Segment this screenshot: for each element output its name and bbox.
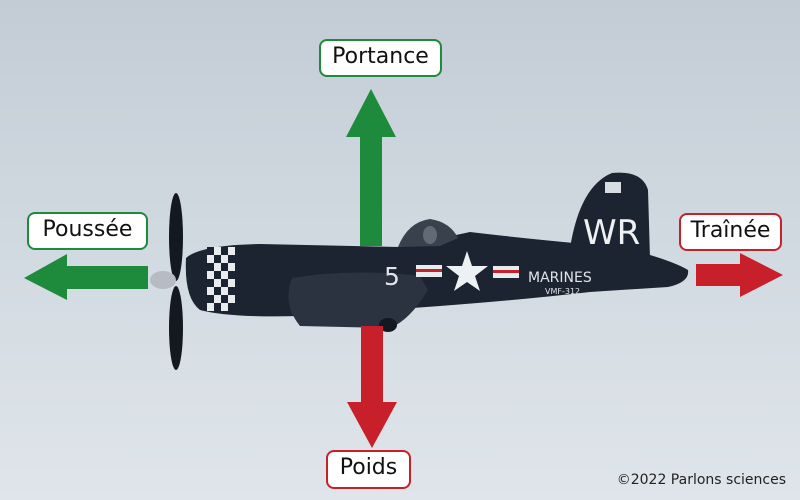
tail-code: WR (583, 213, 640, 253)
thrust-label: Poussée (27, 212, 148, 250)
weight-arrow (347, 326, 397, 448)
drag-arrow (696, 253, 783, 297)
vertical-tail (570, 172, 650, 258)
weight-label: Poids (326, 450, 411, 489)
thrust-arrow (24, 254, 148, 300)
lift-label: Portance (319, 39, 442, 77)
wing (288, 272, 428, 328)
cowling-checkers (207, 247, 235, 311)
lift-arrow (346, 89, 396, 246)
tail-emblem (605, 182, 621, 193)
landing-gear (379, 318, 397, 332)
squadron-marking: VMF-312 (545, 287, 580, 296)
national-insignia (416, 250, 519, 296)
service-marking: MARINES (528, 270, 592, 286)
aircraft-number: 5 (384, 262, 400, 291)
copyright-notice: ©2022 Parlons sciences (616, 472, 786, 488)
propeller (150, 193, 183, 370)
pilot (423, 226, 437, 244)
drag-label: Traînée (679, 213, 782, 251)
